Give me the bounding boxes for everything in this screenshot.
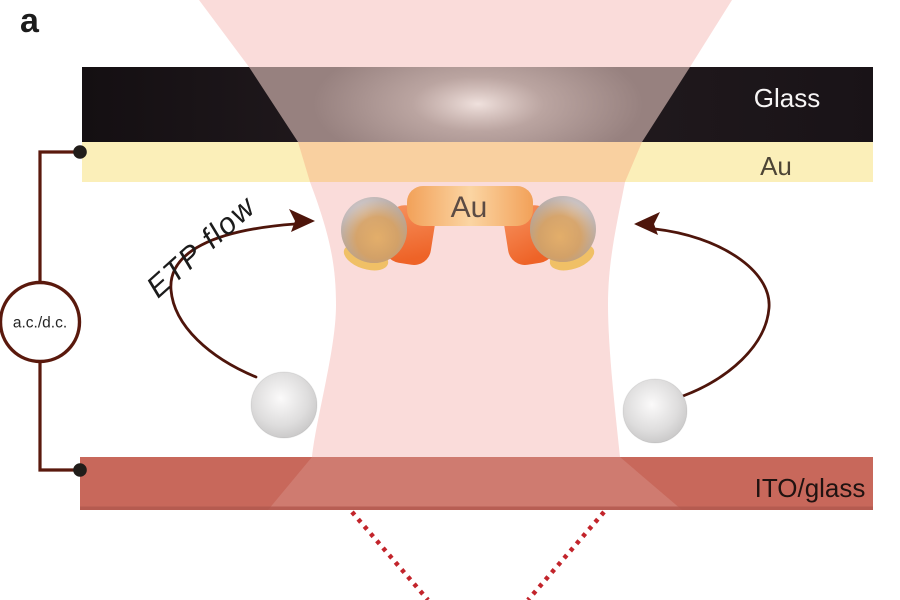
au-film-label: Au bbox=[760, 151, 792, 181]
free-particle-left bbox=[250, 371, 318, 439]
trapped-particle-left-glow bbox=[341, 197, 407, 263]
voltage-source-circle bbox=[0, 280, 82, 364]
contact-dot-top bbox=[73, 145, 87, 159]
ito-bottom-edge bbox=[80, 506, 873, 510]
etp-flow-arrowhead-left bbox=[289, 209, 315, 232]
etp-flow-arrow-left bbox=[169, 222, 297, 379]
contact-dot-bottom bbox=[73, 463, 87, 477]
etp-flow-arrowhead-right bbox=[634, 212, 660, 235]
focused-beam-dotted-left bbox=[350, 510, 430, 600]
voltage-source-label: a.c./d.c. bbox=[13, 315, 67, 332]
trapped-particle-right-glow bbox=[530, 196, 596, 262]
laser-beam-in-au-film bbox=[298, 142, 642, 182]
etp-flow-arrow-right bbox=[653, 227, 771, 398]
laser-beam-top bbox=[199, 0, 732, 67]
au-nanostructure-label: Au bbox=[451, 191, 488, 224]
free-particle-right bbox=[622, 378, 688, 444]
laser-beam-in-ito bbox=[268, 457, 682, 510]
etp-flow-label: ETP flow bbox=[140, 189, 263, 304]
laser-glow bbox=[249, 67, 690, 142]
au-nanostructure bbox=[407, 186, 533, 226]
focused-beam-dotted-right bbox=[526, 510, 606, 600]
glass-label: Glass bbox=[754, 83, 820, 113]
circuit-wire bbox=[38, 150, 80, 472]
ito-glass-label: ITO/glass bbox=[755, 473, 866, 503]
panel-letter: a bbox=[20, 2, 40, 40]
ito-glass-layer bbox=[80, 457, 873, 510]
